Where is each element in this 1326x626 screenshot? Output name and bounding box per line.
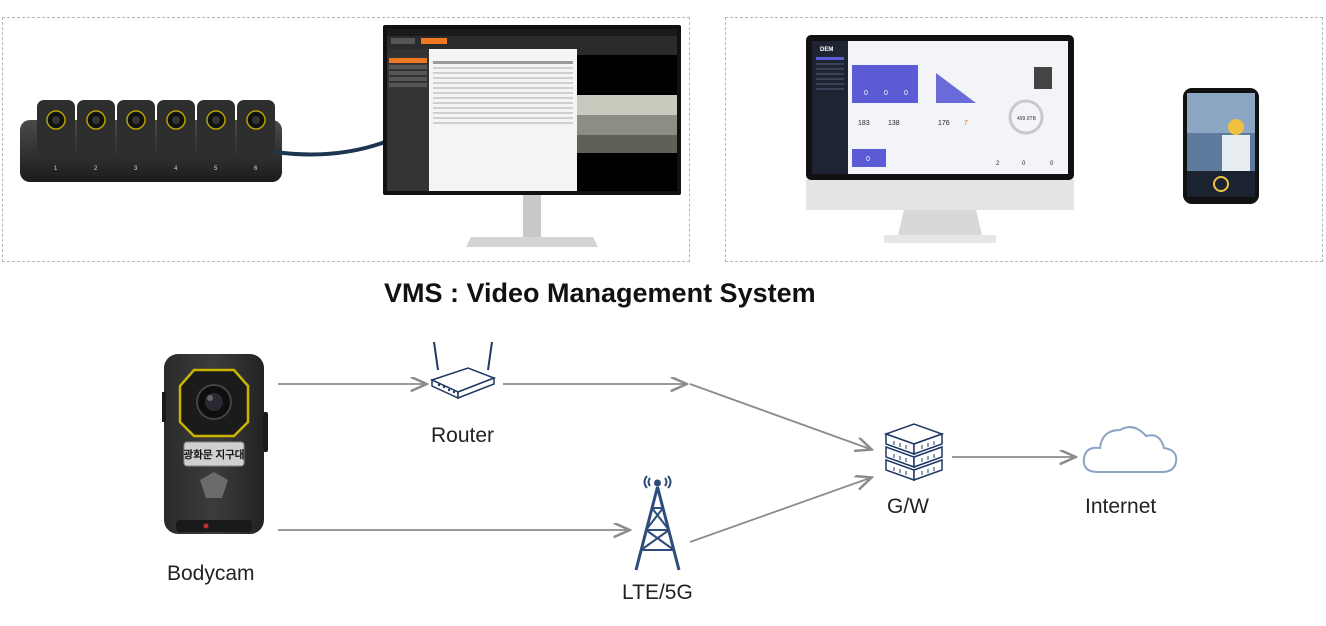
svg-text:499.9TB: 499.9TB xyxy=(1017,116,1037,122)
bodycam-dock-group xyxy=(2,17,690,262)
svg-text:0: 0 xyxy=(866,156,870,163)
bodycam-badge-text: 광화문 지구대 xyxy=(184,448,245,461)
dock-cam-slot-4 xyxy=(157,100,195,160)
svg-text:0: 0 xyxy=(1050,161,1054,167)
internet-cloud-icon xyxy=(1082,426,1178,473)
router-label: Router xyxy=(431,424,495,447)
router-icon xyxy=(429,341,497,400)
svg-text:1: 1 xyxy=(54,166,58,172)
svg-text:0: 0 xyxy=(1022,161,1026,167)
dock-cam-slot-3 xyxy=(117,100,155,160)
smartphone-image xyxy=(1183,88,1259,204)
svg-text:2: 2 xyxy=(996,161,1000,167)
arrow-lte-to-gateway xyxy=(689,478,870,543)
gateway-server-icon xyxy=(883,423,945,482)
dem-group xyxy=(725,17,1323,262)
vms-monitor-image xyxy=(383,25,681,247)
lte-tower-icon xyxy=(634,475,681,571)
internet-label: Internet xyxy=(1085,495,1157,518)
svg-text:176: 176 xyxy=(938,120,950,127)
svg-text:3: 3 xyxy=(134,166,138,172)
svg-text:2: 2 xyxy=(94,166,98,172)
svg-text:183: 183 xyxy=(858,120,870,127)
gateway-label: G/W xyxy=(887,495,929,518)
bodycam-label: Bodycam xyxy=(167,562,255,585)
svg-text:DEM: DEM xyxy=(820,47,833,53)
svg-text:0: 0 xyxy=(864,90,868,97)
svg-text:0: 0 xyxy=(884,90,888,97)
diagram-title: VMS : Video Management System xyxy=(384,278,816,308)
dock-cam-slot-1 xyxy=(37,100,75,160)
dock-cam-slot-6 xyxy=(237,100,275,160)
dock-cam-slot-2 xyxy=(77,100,115,160)
svg-text:6: 6 xyxy=(254,166,258,172)
svg-text:138: 138 xyxy=(888,120,900,127)
dock-cam-slot-5 xyxy=(197,100,235,160)
svg-text:4: 4 xyxy=(174,166,178,172)
lte-label: LTE/5G xyxy=(622,581,693,604)
svg-text:5: 5 xyxy=(214,166,218,172)
arrow-router-to-gateway xyxy=(689,383,870,449)
bodycam-device-image: 광화문 지구대 xyxy=(162,354,268,534)
dem-dashboard-monitor-image: DEM 0 0 0 183 138 176 7 0 499.9TB 2 0 0 xyxy=(806,35,1074,243)
svg-text:0: 0 xyxy=(904,90,908,97)
docking-station-image: 1 2 3 4 5 6 xyxy=(20,100,386,182)
svg-text:7: 7 xyxy=(964,120,968,127)
